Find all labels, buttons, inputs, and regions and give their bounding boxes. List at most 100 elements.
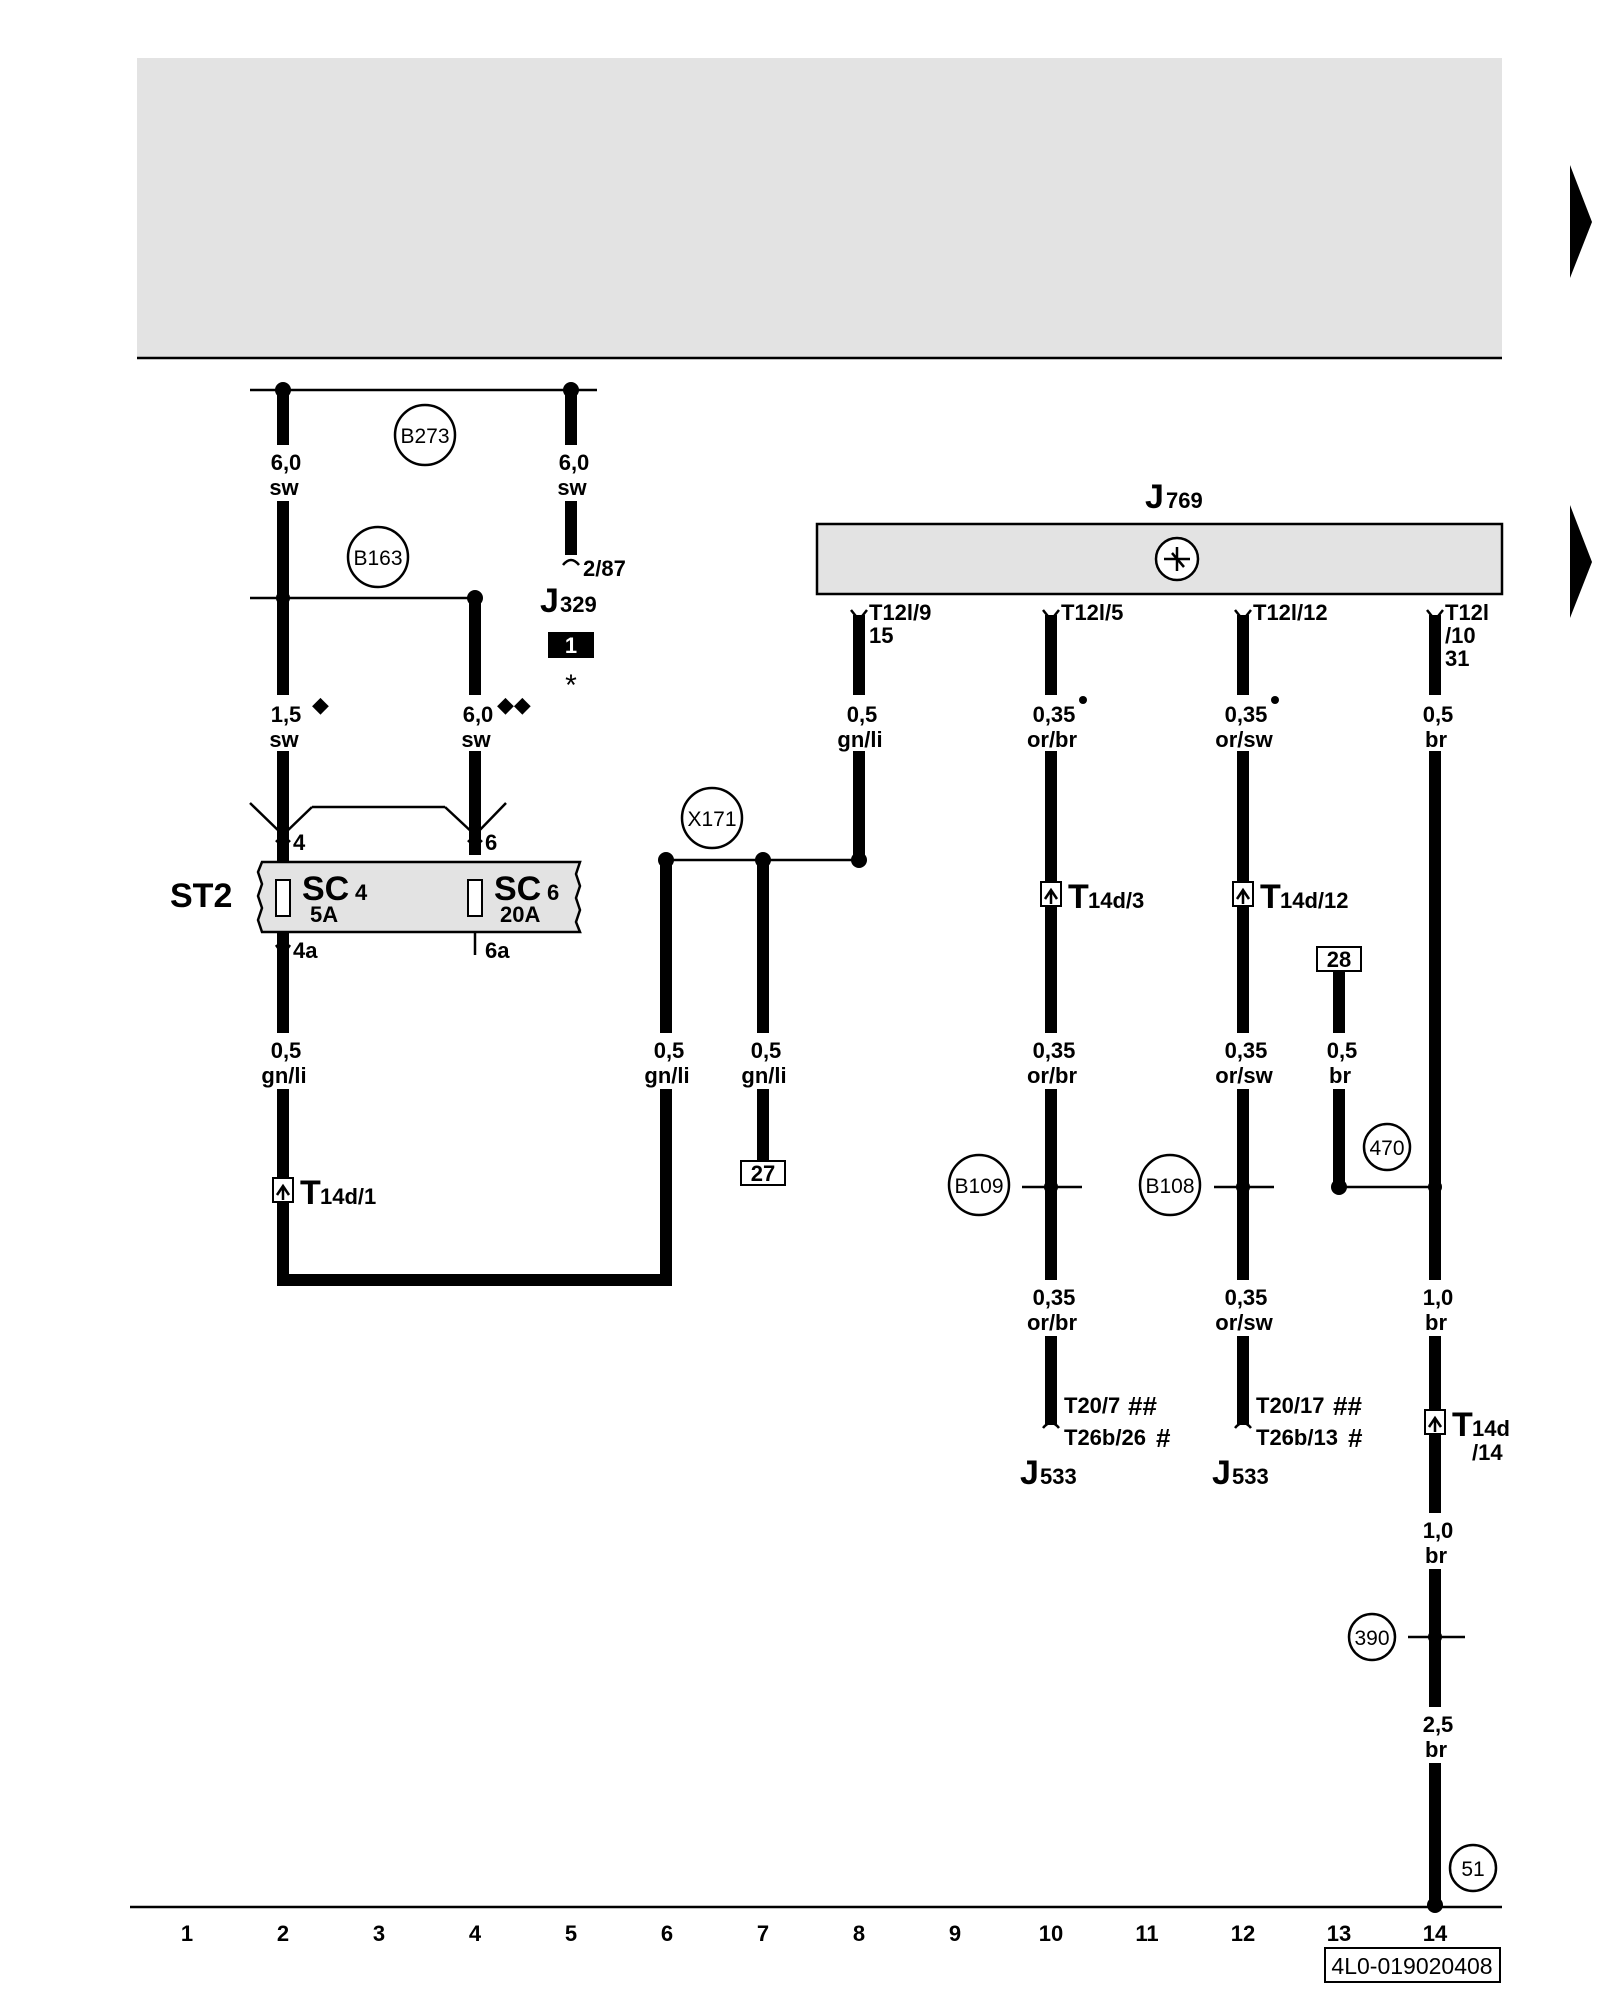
pin-label: T26b/13 (1256, 1425, 1338, 1450)
fuse-icon (275, 879, 291, 917)
fuse-holder-st2: 4 6 ST2 SC 4 5A SC 6 20A 4a 6a (170, 802, 582, 963)
component-label: J (1145, 478, 1164, 516)
badge-label: 1 (565, 633, 577, 658)
pin-mark: ## (1128, 1391, 1157, 1421)
junction-390 (1347, 1612, 1397, 1662)
ref-box-28 (1316, 946, 1362, 972)
column-number: 6 (661, 1921, 673, 1946)
wire-color: br (1425, 727, 1447, 752)
component-sub: 769 (1166, 488, 1203, 513)
pin-label: 2/87 (583, 556, 626, 581)
pin-label: T12l/9 (869, 600, 931, 625)
connector-label: T (1452, 1406, 1473, 1444)
fuse-rating: 5A (310, 902, 338, 927)
relay-j329: 2/87 J 329 1 * (540, 556, 626, 702)
wire-color: gn/li (644, 1063, 689, 1088)
wire-size: 6,0 (271, 450, 302, 475)
fuse-sub: 4 (355, 880, 368, 905)
connector-sub: 14d/1 (320, 1184, 376, 1209)
badge (548, 632, 594, 658)
junction-b108 (1138, 1153, 1202, 1217)
fuse-holder-label: ST2 (170, 877, 232, 915)
ecu-j533-b: T20/17 ## T26b/13 # J 533 (1212, 1391, 1363, 1492)
pin-label: 31 (1445, 646, 1469, 671)
junction-label: B273 (400, 425, 449, 448)
wire-mark: ◆◆ (497, 692, 531, 717)
wire-color: br (1425, 1310, 1447, 1335)
ref-box-27 (740, 1160, 786, 1186)
column-number: 8 (853, 1921, 865, 1946)
wire-color: or/sw (1215, 1063, 1273, 1088)
junction-label: B163 (353, 547, 402, 570)
wire-color: br (1425, 1543, 1447, 1568)
wire-color: or/br (1027, 727, 1078, 752)
fuse-icon (467, 879, 483, 917)
wire-color: or/br (1027, 1063, 1078, 1088)
note-mark: * (565, 669, 577, 702)
right-arrow-icon[interactable] (1570, 505, 1592, 618)
column-number: 11 (1135, 1921, 1158, 1946)
wire-size: 0,5 (847, 702, 878, 727)
junction-b109 (947, 1153, 1011, 1217)
junction-x171 (680, 786, 744, 850)
wire-size: 0,35 (1225, 702, 1268, 727)
column-number: 4 (469, 1921, 482, 1946)
component-sub: 533 (1232, 1464, 1269, 1489)
wire-size: 0,35 (1225, 1285, 1268, 1310)
column-number: 2 (277, 1921, 289, 1946)
pin-mark: # (1348, 1423, 1363, 1453)
wire-size: 1,5 (271, 702, 302, 727)
connector-sub: 14d (1472, 1416, 1510, 1441)
wire-size: 0,5 (654, 1038, 685, 1063)
column-number: 14 (1423, 1921, 1448, 1946)
wire-color: br (1329, 1063, 1351, 1088)
wire-color: sw (557, 475, 587, 500)
wire-size: 6,0 (559, 450, 590, 475)
junction-b163 (346, 525, 410, 589)
wire-size: 6,0 (463, 702, 494, 727)
wire-color: or/br (1027, 1310, 1078, 1335)
wire-size: 0,5 (751, 1038, 782, 1063)
connector-label: T (1068, 878, 1089, 916)
connector-label: T (300, 1174, 321, 1212)
connector-label: T (1260, 878, 1281, 916)
column-number: 1 (181, 1921, 193, 1946)
pin-label: 6a (485, 938, 510, 963)
junction-51 (1448, 1843, 1498, 1893)
pin-label: /10 (1445, 623, 1476, 648)
diagram-code-box (1324, 1947, 1501, 1983)
junction-b273 (393, 403, 457, 467)
junction-label: 390 (1354, 1627, 1389, 1650)
right-arrow-icon[interactable] (1570, 165, 1592, 278)
fuse-sub: 6 (547, 880, 559, 905)
module-j769: J 769 T12l/9 15 T12l/5 T12l/12 T12l /10 … (815, 478, 1504, 671)
wire-color: sw (461, 727, 491, 752)
pin-label: T26b/26 (1064, 1425, 1146, 1450)
connector-t14d12: T 14d/12 (1232, 878, 1349, 916)
wire-color: sw (269, 475, 299, 500)
connector-t14d3: T 14d/3 (1040, 878, 1144, 916)
wire-color: or/sw (1215, 727, 1273, 752)
ref-label: 27 (751, 1161, 775, 1186)
column-number: 9 (949, 1921, 961, 1946)
wire-size: 0,35 (1033, 702, 1076, 727)
connector-sub: 14d/12 (1280, 888, 1349, 913)
wire-color: gn/li (261, 1063, 306, 1088)
column-number: 7 (757, 1921, 769, 1946)
pin-mark: # (1156, 1423, 1171, 1453)
pin-label: T12l/5 (1061, 600, 1123, 625)
junction-label: X171 (687, 808, 736, 831)
wire-size: 0,35 (1033, 1285, 1076, 1310)
wire-color: sw (269, 727, 299, 752)
pin-label: 6 (485, 830, 497, 855)
component-sub: 329 (560, 592, 597, 617)
connector-sub: 14d/3 (1088, 888, 1144, 913)
connector-sub: /14 (1472, 1440, 1503, 1465)
junction-label: B109 (954, 1175, 1003, 1198)
wire-size: 0,35 (1225, 1038, 1268, 1063)
junction-label: B108 (1145, 1175, 1194, 1198)
column-number: 10 (1039, 1921, 1063, 1946)
wire-size: 0,35 (1033, 1038, 1076, 1063)
